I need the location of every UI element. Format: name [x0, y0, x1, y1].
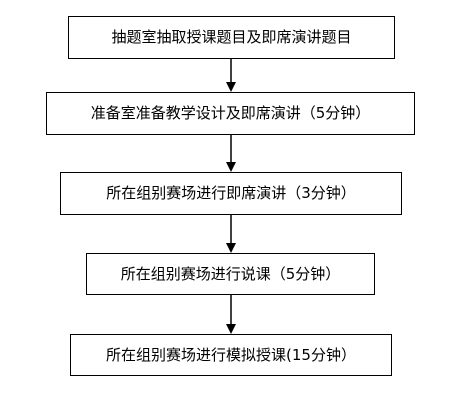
step-4-label: 所在组别赛场进行说课（5分钟） — [120, 264, 341, 283]
step-3-label: 所在组别赛场进行即席演讲（3分钟） — [106, 184, 356, 202]
step-5-box: 所在组别赛场进行模拟授课(15分钟） — [70, 334, 392, 376]
arrow-4-to-5 — [226, 295, 236, 334]
step-4-box: 所在组别赛场进行说课（5分钟） — [86, 253, 375, 295]
arrow-2-to-3 — [226, 135, 236, 172]
step-3-box: 所在组别赛场进行即席演讲（3分钟） — [60, 172, 402, 215]
arrow-1-to-2 — [226, 59, 236, 92]
step-5-label: 所在组别赛场进行模拟授课(15分钟） — [106, 345, 356, 364]
step-2-label: 准备室准备教学设计及即席演讲（5分钟） — [90, 104, 371, 122]
step-1-box: 抽题室抽取授课题目及即席演讲题目 — [68, 16, 395, 59]
arrow-3-to-4 — [226, 215, 236, 253]
step-2-box: 准备室准备教学设计及即席演讲（5分钟） — [46, 92, 415, 135]
step-1-label: 抽题室抽取授课题目及即席演讲题目 — [111, 28, 352, 46]
